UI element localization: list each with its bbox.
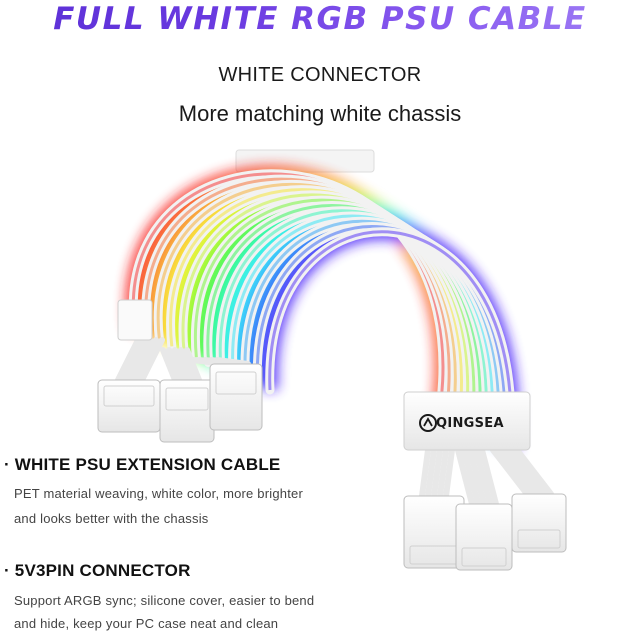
feature-1-title: · WHITE PSU EXTENSION CABLE <box>4 455 281 474</box>
cable-bundle-wire <box>419 447 431 499</box>
tagline: More matching white chassis <box>178 101 462 126</box>
cable-light-strip <box>268 230 513 451</box>
brand-label: QINGSEA <box>414 408 524 438</box>
feature-2-line-1: Support ARGB sync; silicone cover, easie… <box>14 593 315 608</box>
left-connectors <box>97 363 263 443</box>
cable-bundle-wire <box>514 447 554 497</box>
left-comb <box>117 299 153 341</box>
cable-bundle-wire <box>214 357 251 367</box>
cable-bundle-wire <box>437 447 449 499</box>
rgb-cable-product-image <box>97 149 567 571</box>
cable-bundle-wire <box>139 337 165 383</box>
cable-bundle-wire <box>467 447 487 507</box>
subtitle: WHITE CONNECTOR <box>218 64 422 86</box>
brand-name: QINGSEA <box>436 415 504 431</box>
cable-bundle-wire <box>160 347 178 383</box>
feature-2-line-2: and hide, keep your PC case neat and cle… <box>14 616 279 631</box>
cable-bundle-wire <box>508 447 548 497</box>
feature-1-line-1: PET material weaving, white color, more … <box>14 486 303 501</box>
cable-bundle-wire <box>473 447 493 507</box>
cable-bundle-wire <box>166 347 184 383</box>
qingsea-logo-icon <box>419 414 437 432</box>
cable-bundle-wire <box>184 347 202 383</box>
cable-bundle-wire <box>443 447 455 499</box>
cable-bundle-wire <box>178 347 196 383</box>
cable-bundle-wire <box>496 447 536 497</box>
headline: FULL WHITE RGB PSU CABLE <box>0 0 640 40</box>
cable-bundle-wire <box>133 337 159 383</box>
cable-bundle-wire <box>425 447 437 499</box>
feature-2-title: · 5V3PIN CONNECTOR <box>4 561 191 580</box>
cable-bundle-wire <box>431 447 443 499</box>
cable-bundle-wire <box>455 447 475 507</box>
cable-bundle-wire <box>502 447 542 497</box>
cable-bundle-wire <box>115 337 141 383</box>
cable-bundle-wire <box>127 337 153 383</box>
cable-bundle-wire <box>490 447 530 497</box>
cable-bundle-wire <box>479 447 499 507</box>
feature-1-line-2: and looks better with the chassis <box>14 511 209 526</box>
cable-bundle-wire <box>121 337 147 383</box>
cable-bundle-wire <box>461 447 481 507</box>
cable-bundle-wire <box>172 347 190 383</box>
sleeved-cables <box>115 169 554 507</box>
cable-light-strip <box>256 225 507 447</box>
right-comb <box>403 391 531 451</box>
right-connectors <box>403 493 567 571</box>
